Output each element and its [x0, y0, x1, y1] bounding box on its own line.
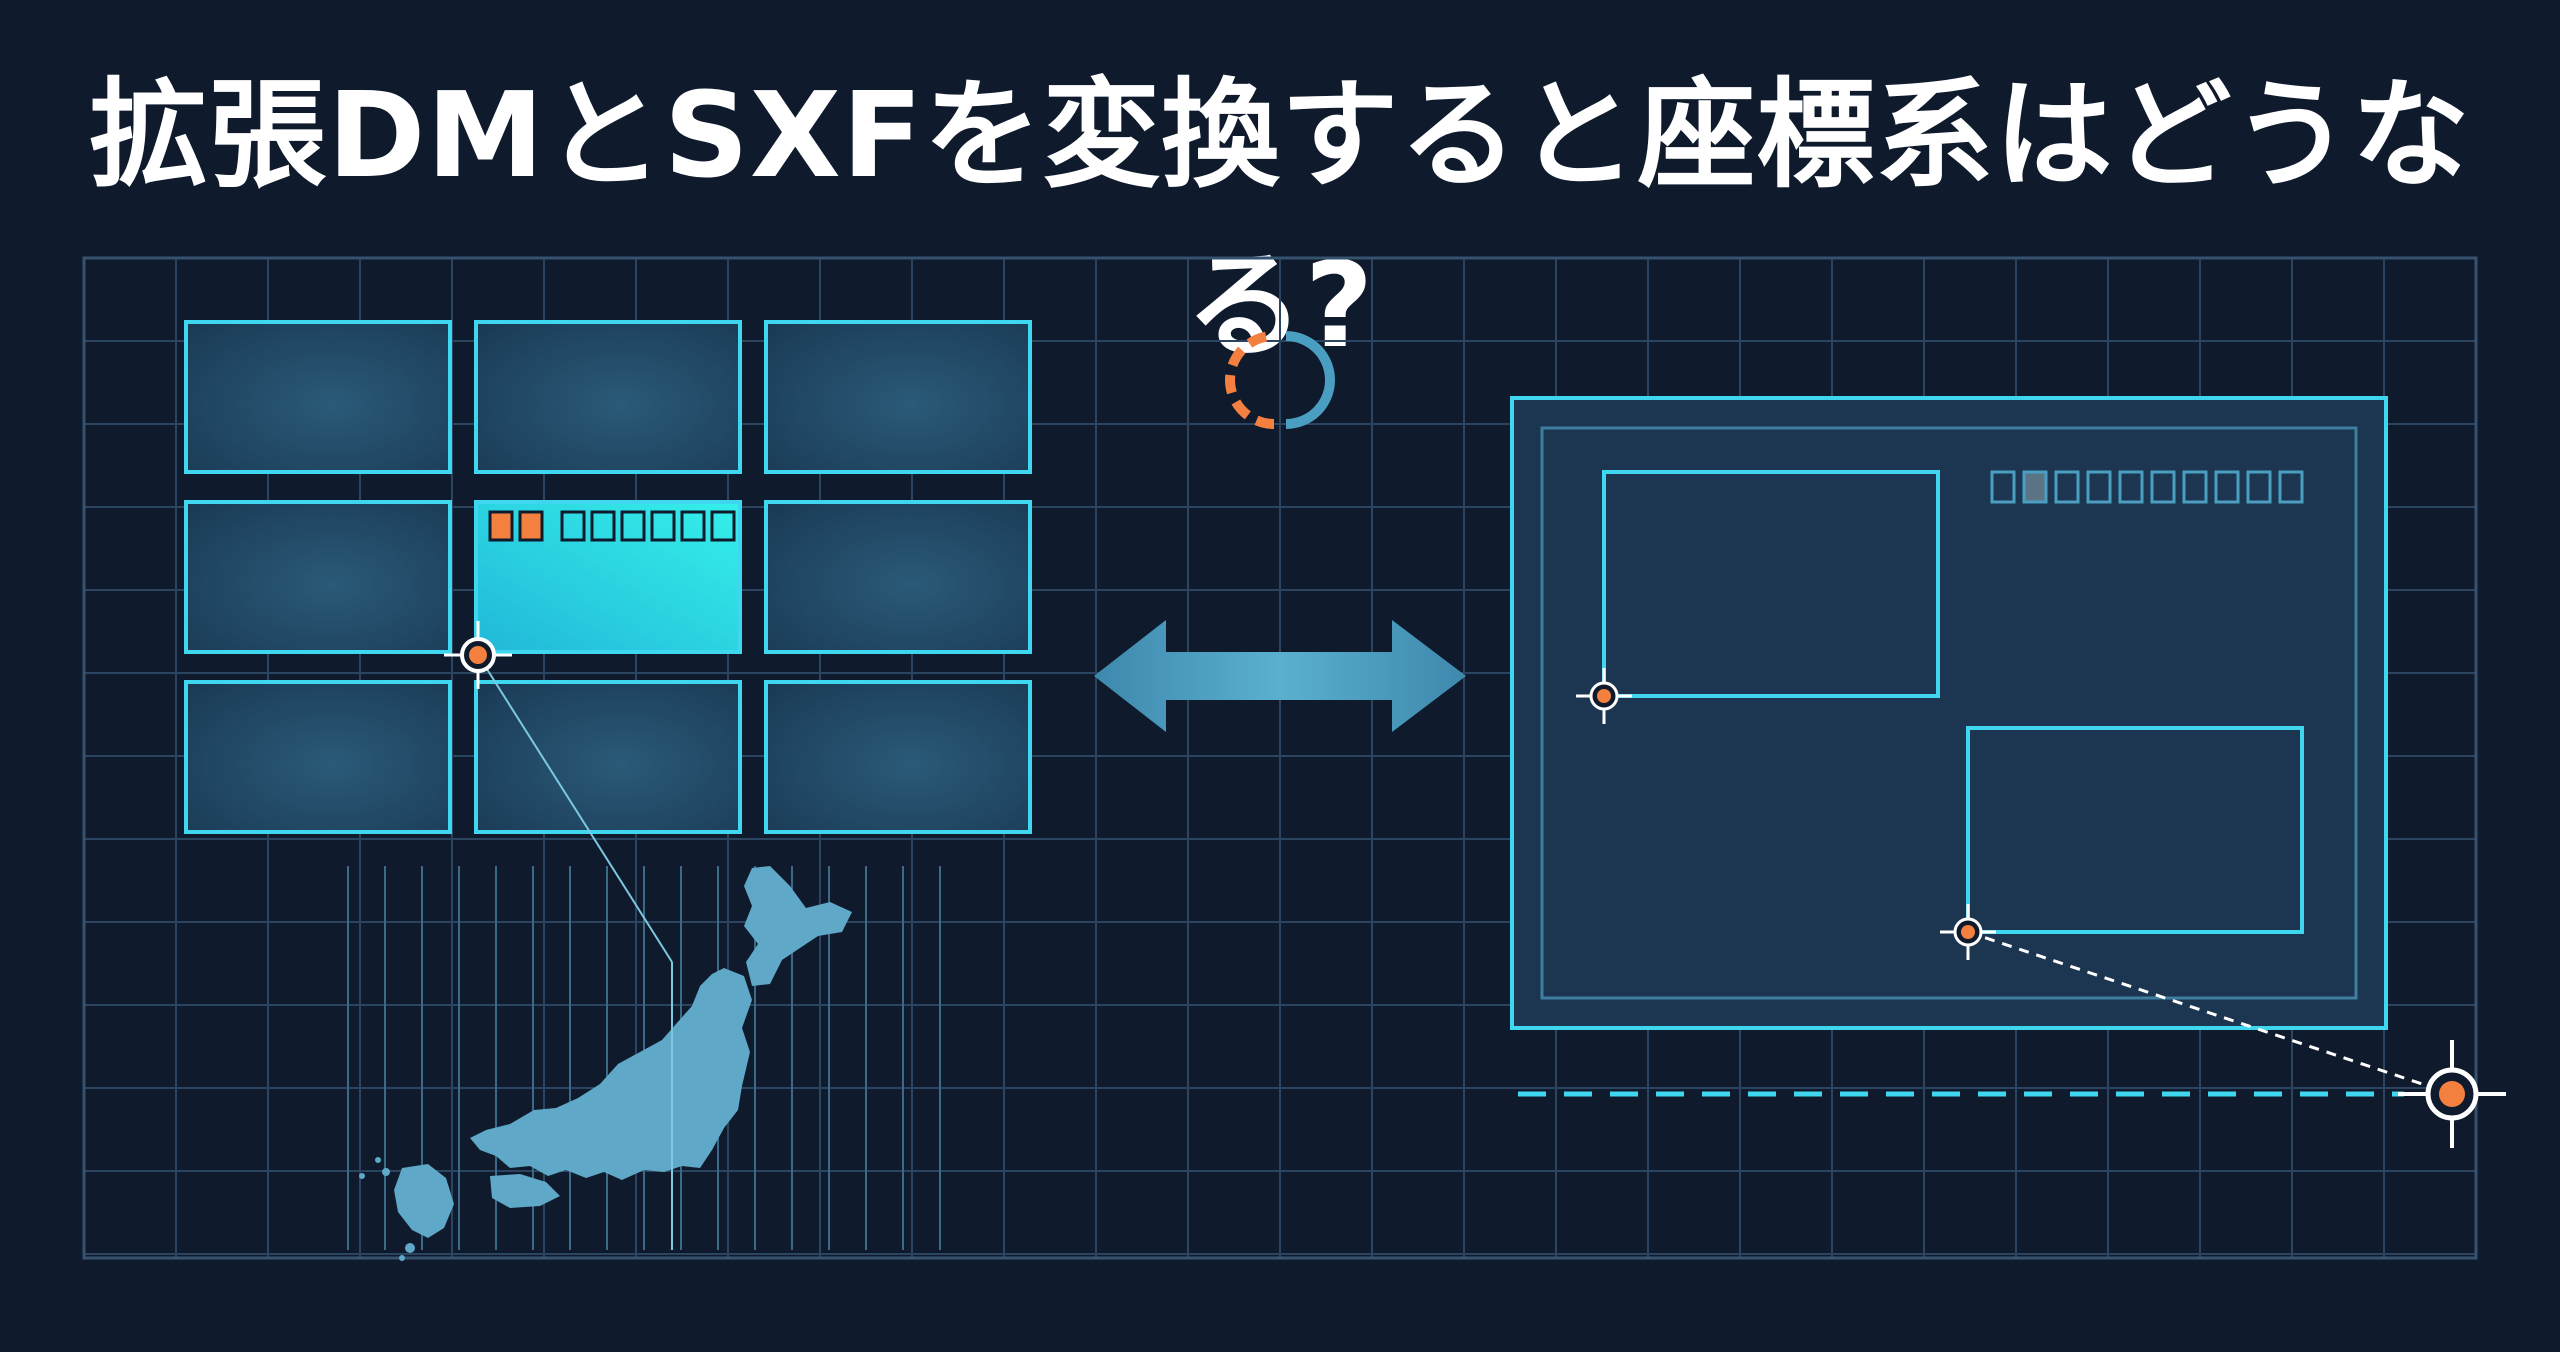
sheet-label — [1990, 470, 2304, 504]
map-tile — [474, 680, 742, 834]
highlighted-tile-label — [488, 510, 736, 542]
japan-map-icon — [359, 866, 852, 1261]
map-tile — [184, 320, 452, 474]
drawing-sheet-icon — [1510, 396, 2388, 1030]
left-origin-marker-icon — [444, 621, 512, 689]
grid-frame — [82, 256, 2478, 1260]
double-arrow-icon — [1094, 620, 1466, 732]
leader-line — [477, 654, 673, 963]
map-tile — [764, 320, 1032, 474]
sync-ring-icon — [1225, 331, 1335, 429]
map-tile — [474, 320, 742, 474]
left-panel — [184, 320, 1032, 1261]
map-tile — [764, 500, 1032, 654]
map-tile — [184, 500, 452, 654]
right-origin-marker-icon — [2398, 1040, 2506, 1148]
tile-grid — [184, 320, 1032, 834]
map-tile — [184, 680, 452, 834]
map-tile — [764, 680, 1032, 834]
sheet-origin-marker-icon — [1576, 668, 1632, 724]
inner-frame-marker-icon — [1940, 904, 1996, 960]
highlighted-tile — [474, 500, 742, 654]
right-panel — [1510, 396, 2506, 1148]
dashed-offset-line — [1967, 930, 2453, 1096]
